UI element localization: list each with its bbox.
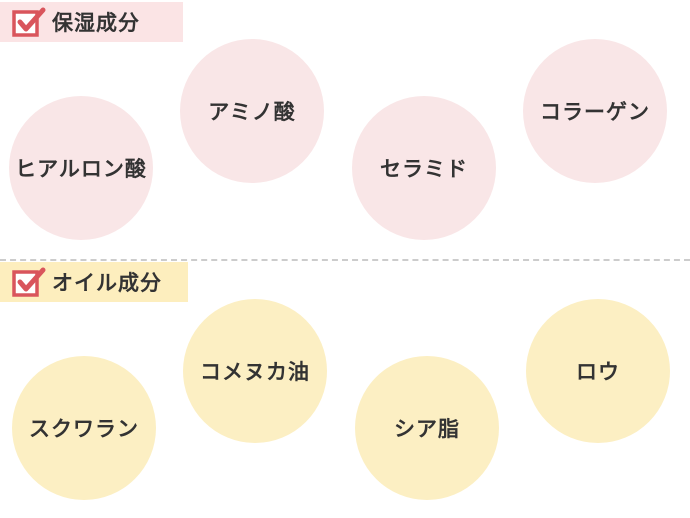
- ingredient-bubble: アミノ酸: [180, 39, 324, 183]
- section-header-moisturizing: 保湿成分: [0, 2, 183, 42]
- checkbox-icon: [12, 7, 46, 37]
- ingredient-label: ヒアルロン酸: [15, 157, 147, 181]
- ingredient-label: セラミド: [380, 157, 468, 181]
- checkbox-icon: [12, 267, 46, 297]
- ingredient-bubble: コラーゲン: [523, 39, 667, 183]
- ingredient-label: ロウ: [576, 360, 620, 384]
- ingredient-bubble: シア脂: [355, 356, 499, 500]
- section-title: 保湿成分: [52, 11, 140, 35]
- ingredient-label: コラーゲン: [540, 100, 650, 124]
- ingredient-bubble: セラミド: [352, 96, 496, 240]
- section-title: オイル成分: [52, 271, 162, 295]
- ingredient-bubble: コメヌカ油: [183, 299, 327, 443]
- ingredient-bubble: スクワラン: [12, 356, 156, 500]
- ingredient-label: シア脂: [394, 417, 460, 441]
- ingredient-label: アミノ酸: [208, 100, 296, 124]
- section-header-oil: オイル成分: [0, 262, 188, 302]
- ingredient-bubble: ロウ: [526, 299, 670, 443]
- ingredient-label: スクワラン: [29, 417, 139, 441]
- ingredient-bubble: ヒアルロン酸: [9, 96, 153, 240]
- ingredient-label: コメヌカ油: [200, 360, 310, 384]
- section-divider: [0, 259, 690, 261]
